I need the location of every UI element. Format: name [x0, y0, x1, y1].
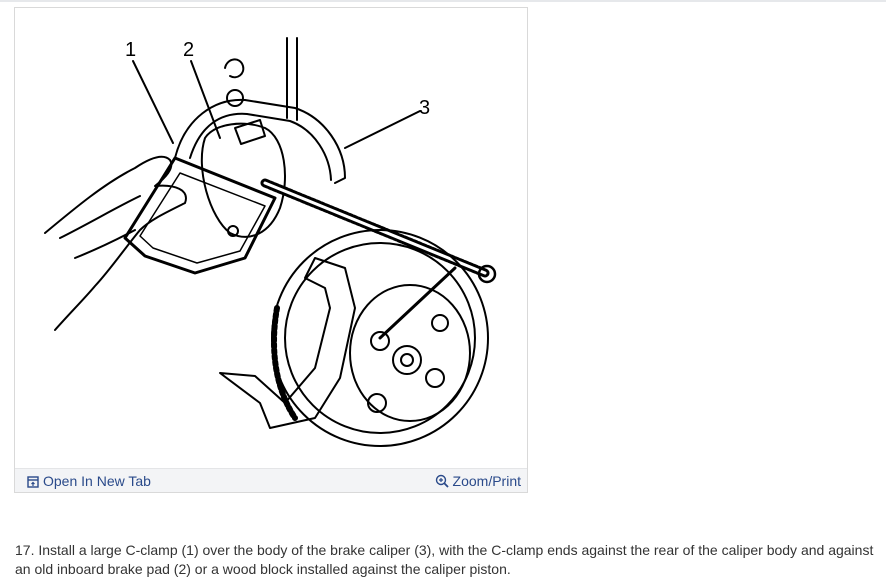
open-in-new-tab-label: Open In New Tab: [43, 473, 151, 489]
zoom-print-label: Zoom/Print: [452, 473, 521, 489]
callout-3: 3: [419, 97, 430, 119]
open-in-new-tab-link[interactable]: Open In New Tab: [27, 472, 151, 492]
callout-2: 2: [183, 39, 194, 61]
figure-card: 1 2 3 Open In New Tab Zoom/Print: [14, 7, 528, 493]
zoom-in-icon: [435, 474, 449, 492]
figure-toolbar: Open In New Tab Zoom/Print: [15, 468, 527, 492]
callout-1: 1: [125, 39, 136, 61]
zoom-print-link[interactable]: Zoom/Print: [435, 472, 521, 492]
step-instruction: 17. Install a large C-clamp (1) over the…: [15, 542, 874, 577]
open-in-new-tab-icon: [27, 474, 39, 492]
brake-caliper-illustration[interactable]: 1 2 3: [15, 8, 527, 468]
top-divider: [0, 0, 886, 2]
